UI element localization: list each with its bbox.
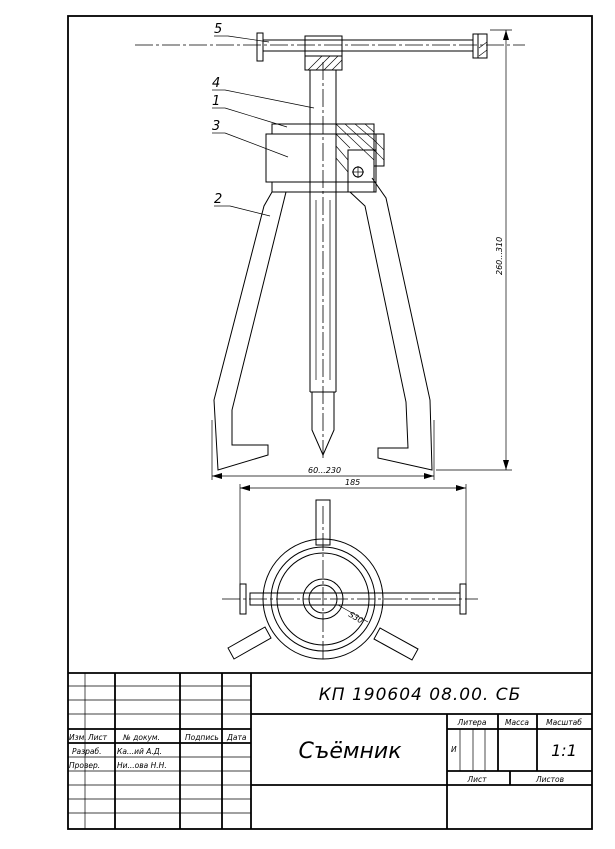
- document-code: КП 190604 08.00. СБ: [319, 685, 522, 705]
- screw-tip: [311, 392, 335, 457]
- left-jaw-outline: [213, 191, 287, 471]
- handle-bar: [135, 32, 525, 71]
- sheet-label: Лист: [466, 775, 487, 784]
- role-checker: Провер.: [69, 761, 100, 770]
- nut-body-center: [265, 133, 377, 183]
- height-dimension-label: 260...310: [495, 237, 504, 275]
- right-jaw-outline: [349, 177, 433, 471]
- top-arm-left: [227, 626, 272, 660]
- drawing-frame: [67, 15, 593, 830]
- left-jaw: [213, 191, 287, 471]
- mass-label: Масса: [505, 718, 529, 727]
- callout-3: 3: [212, 119, 220, 134]
- top-handle-end-right: [459, 583, 467, 615]
- literature-label: Литера: [457, 718, 487, 727]
- right-jaw: [349, 177, 433, 471]
- top-arm-right: [373, 627, 419, 661]
- callout-5: 5: [214, 22, 222, 37]
- handle-hub: [304, 35, 343, 71]
- role-developer: Разраб.: [72, 747, 101, 756]
- sheets-label: Листов: [535, 775, 564, 784]
- header-date: Дата: [226, 733, 247, 742]
- header-change: Изм.: [69, 733, 87, 742]
- checker-name: Ни...ова Н.Н.: [117, 761, 167, 770]
- header-doc-no: № докум.: [122, 733, 160, 742]
- hub-hatching: [307, 41, 488, 71]
- screw: [309, 62, 337, 460]
- top-view: 185 S30: [222, 478, 478, 662]
- top-handle-end-left: [239, 583, 247, 615]
- handle-end-cap-left: [256, 32, 264, 62]
- top-arm-up: [315, 499, 331, 546]
- callout-1: 1: [212, 94, 220, 109]
- grip-dimension-label: 60...230: [308, 466, 341, 475]
- overall-width-dimension: 185: [239, 478, 467, 590]
- title-block: Изм. Лист № докум. Подпись Дата Разраб. …: [68, 672, 592, 829]
- literature-value: И: [451, 745, 457, 754]
- handle-end-cap-right: [472, 33, 488, 59]
- overall-width-label: 185: [345, 478, 360, 487]
- scale-label: Масштаб: [546, 718, 582, 727]
- scale-value: 1:1: [551, 741, 577, 760]
- outer-flange-circle: [262, 538, 384, 660]
- callout-2: 2: [214, 192, 222, 207]
- height-dimension: 260...310: [436, 29, 512, 471]
- developer-name: Ка...ий А.Д.: [117, 747, 162, 756]
- callouts: 5 4 1 3 2: [212, 22, 315, 217]
- nut-body: [265, 123, 385, 193]
- product-name: Съёмник: [298, 739, 402, 764]
- callout-4: 4: [212, 76, 220, 91]
- hex-size-callout: S30: [337, 604, 369, 625]
- header-signature: Подпись: [185, 733, 219, 742]
- header-sheet: Лист: [87, 733, 108, 742]
- front-view: 5 4 1 3 2 260...310: [135, 22, 525, 480]
- grip-dimension: 60...230: [211, 420, 435, 480]
- handle-rod: [262, 39, 474, 52]
- screw-section-circle: [302, 578, 344, 620]
